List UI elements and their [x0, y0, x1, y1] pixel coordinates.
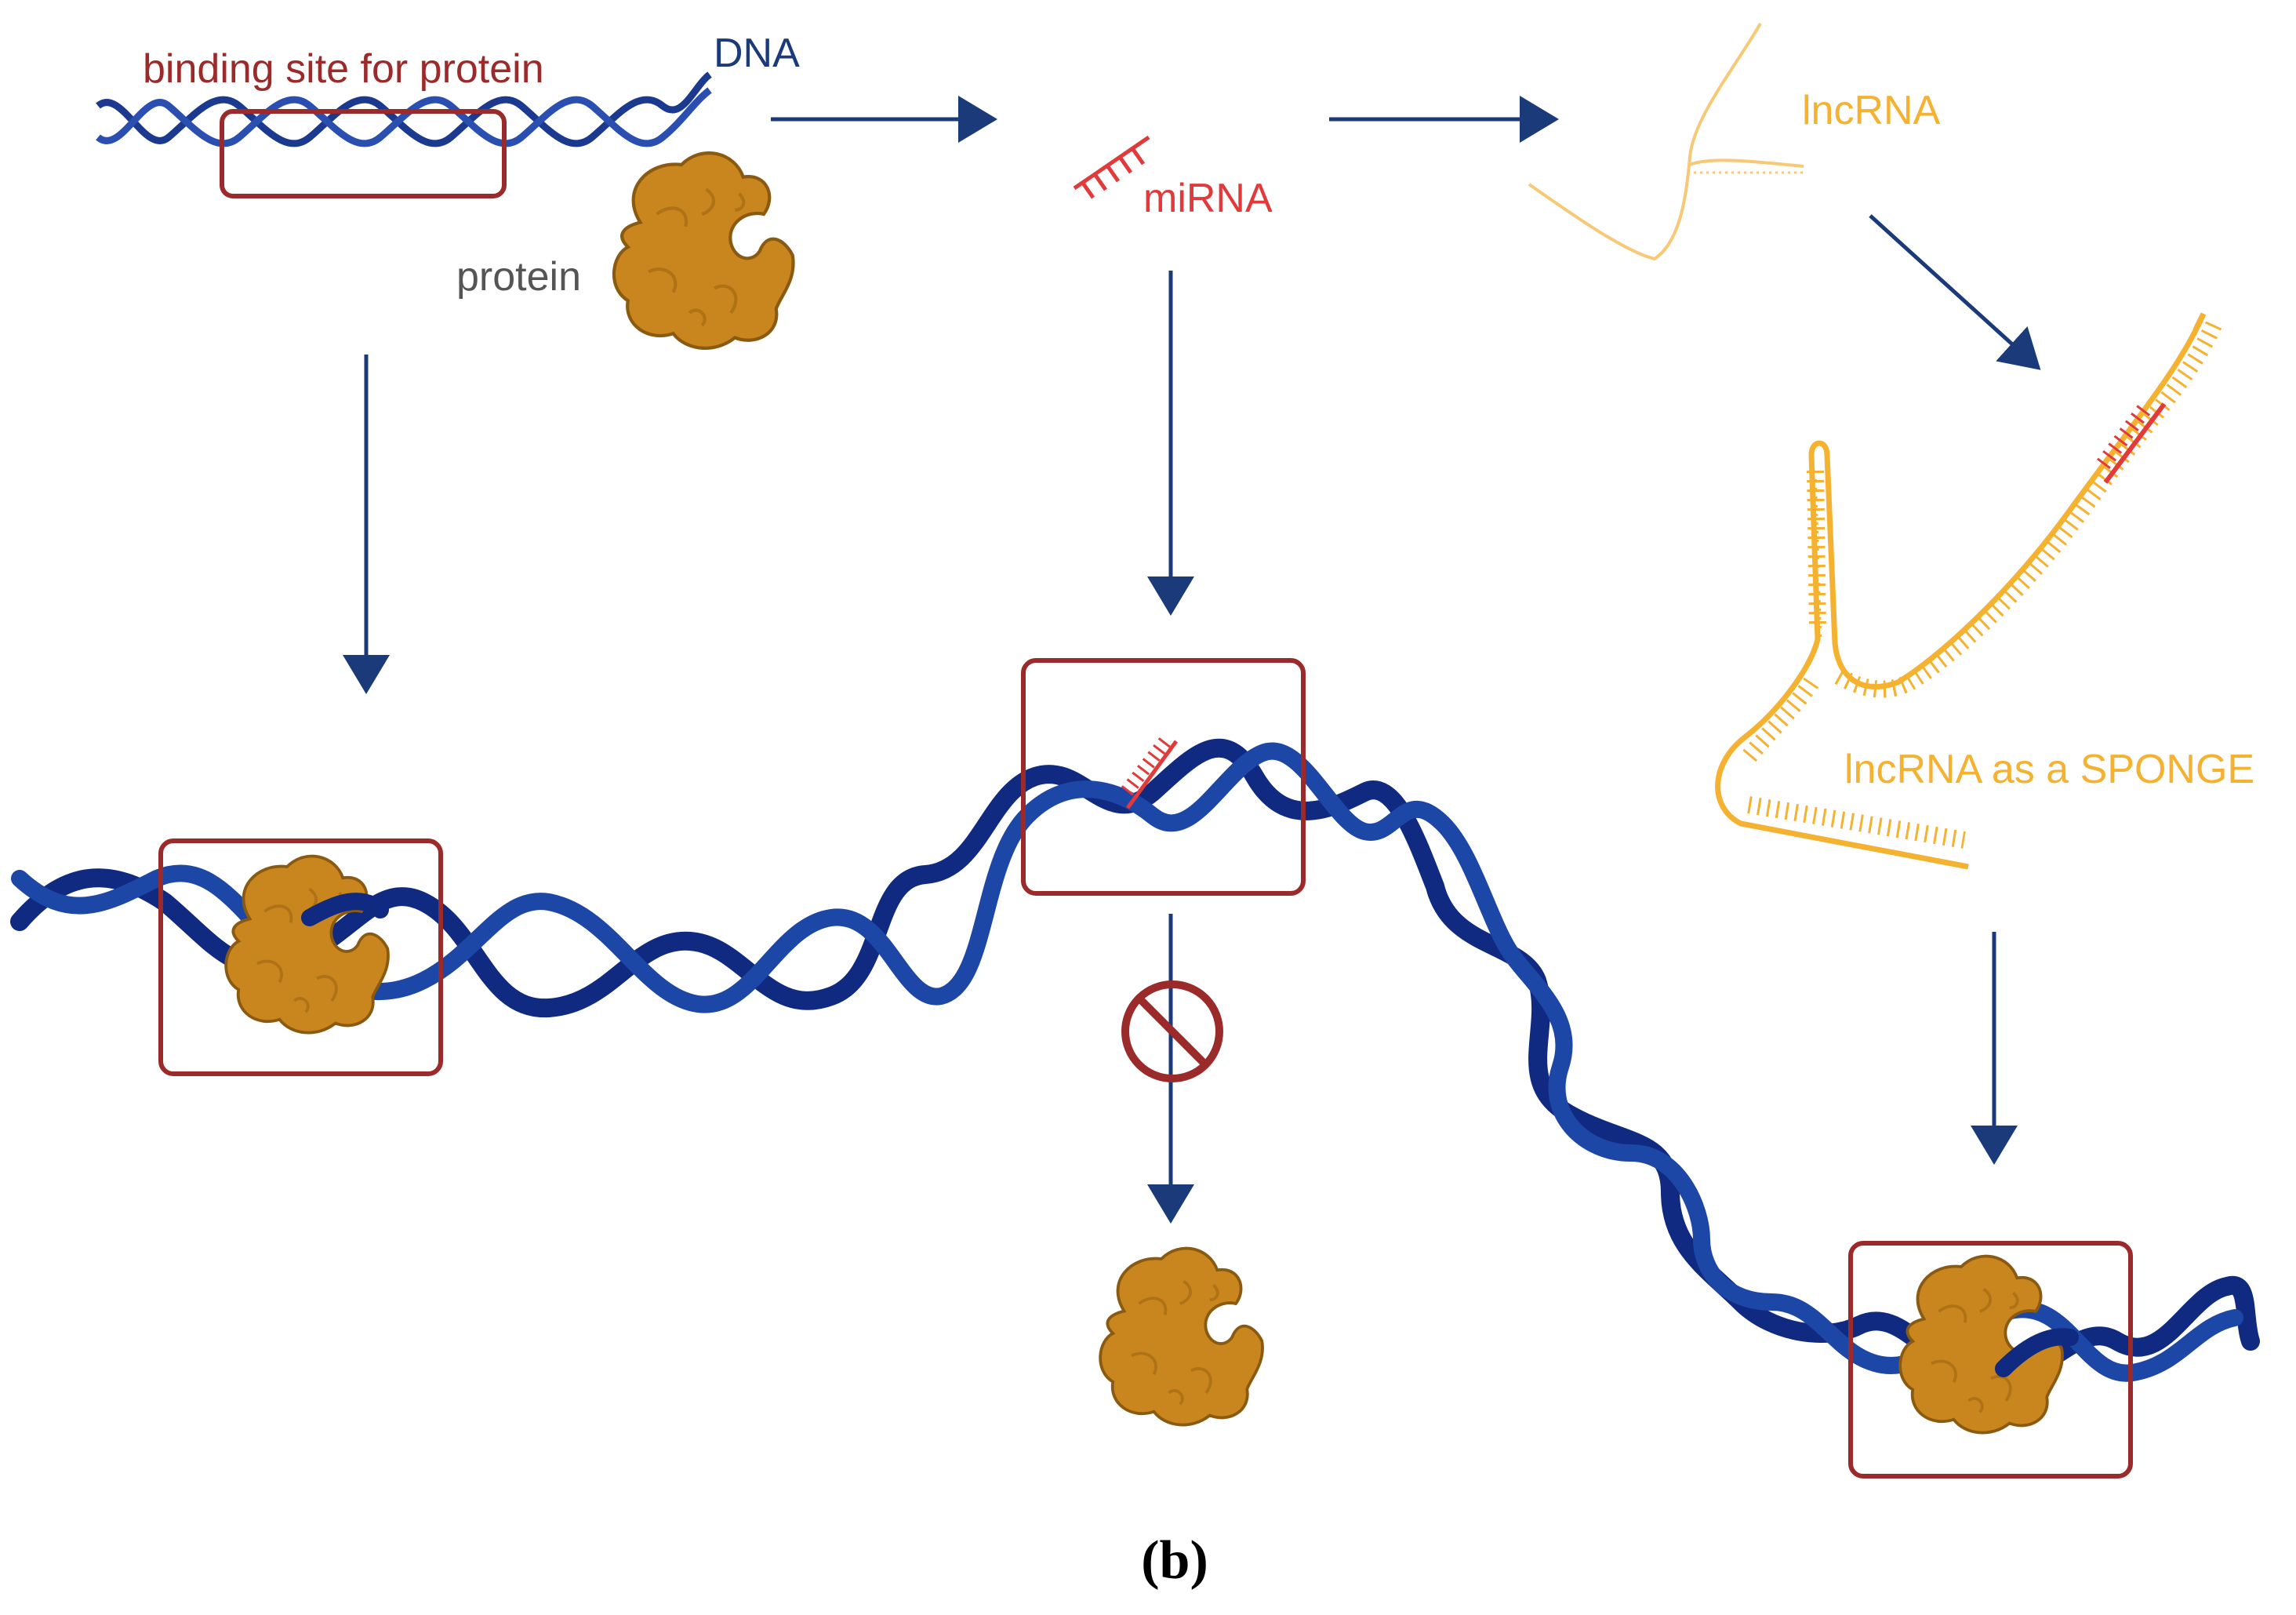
protein-blob-icon: [614, 153, 794, 348]
no-entry-icon: [1121, 980, 1223, 1082]
mirna-label: miRNA: [1143, 176, 1273, 221]
arrow-lncrna-to-sponge: [1869, 214, 2041, 370]
dna-label: DNA: [714, 31, 800, 76]
lncrna-icon: [1528, 22, 1804, 261]
bound-mirna-icon: [1121, 736, 1179, 809]
binding-box-left: [158, 838, 443, 1076]
sponge-label: lncRNA as a SPONGE: [1844, 747, 2254, 792]
lncrna-sponge-icon: [1715, 312, 2224, 870]
binding-site-box: [220, 109, 507, 198]
protein-label: protein: [456, 254, 581, 300]
protein-bound-left-icon: [224, 854, 390, 1035]
lncrna-label: lncRNA: [1802, 88, 1941, 133]
protein-free-icon: [1099, 1246, 1264, 1427]
helix-front-strand-left: [301, 893, 389, 926]
mirna-icon: [1073, 135, 1150, 199]
binding-site-label: binding site for protein: [143, 46, 544, 92]
helix-front-strand-right: [1995, 1328, 2079, 1377]
figure-caption: (b): [1141, 1530, 1208, 1591]
small-dna-helix: [96, 71, 712, 147]
binding-box-center: [1021, 658, 1306, 896]
binding-box-right: [1848, 1241, 2133, 1479]
large-dna-helix: [10, 738, 2260, 1391]
